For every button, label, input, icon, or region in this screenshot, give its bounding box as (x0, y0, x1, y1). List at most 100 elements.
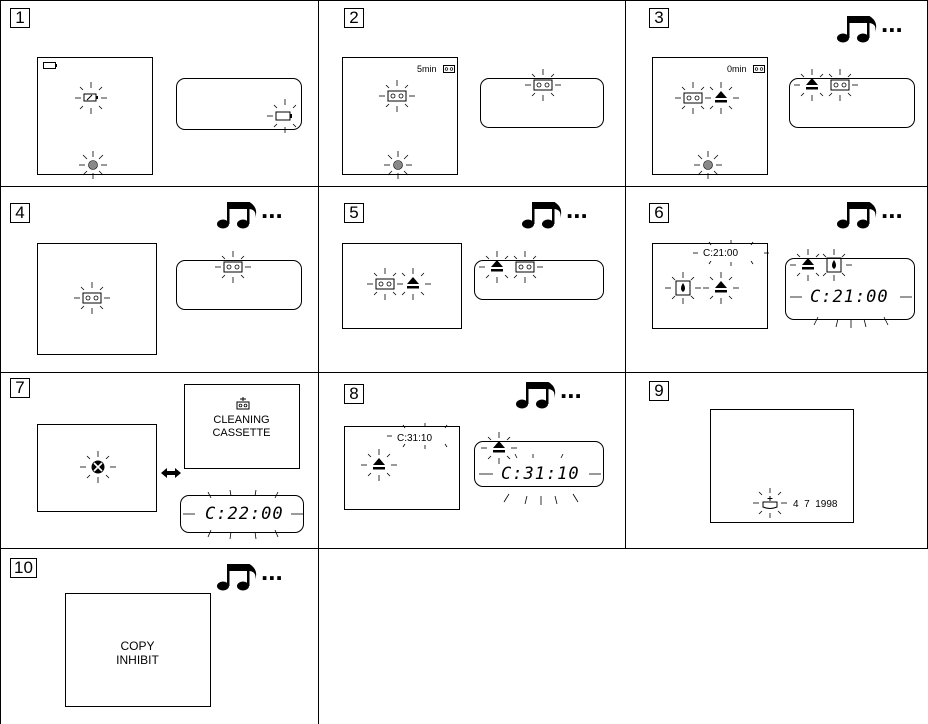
step-9-cell: 9 4 7 1998 (625, 372, 928, 548)
cleaning-line-2: CASSETTE (212, 427, 271, 439)
lcd-panel: C:31:10 (474, 432, 604, 505)
step-8-cell: 8 ... C:31:10 C:31:10 (318, 372, 625, 548)
step-number: 5 (344, 203, 364, 223)
beep-dots: ... (560, 374, 582, 404)
cassette-icon (753, 65, 765, 73)
eject-icon (481, 432, 517, 464)
beep-notes-icon (522, 202, 562, 229)
viewfinder-screen-message: CLEANING CASSETTE (184, 384, 300, 469)
viewfinder-screen (37, 57, 153, 175)
viewfinder-screen (342, 243, 462, 329)
step-number: 6 (649, 203, 669, 223)
grid-top-border (0, 0, 928, 1)
beep-dots: ... (881, 8, 903, 38)
blink-rays (790, 296, 912, 328)
beep-dots: ... (261, 556, 283, 586)
backup-battery-icon (753, 488, 787, 518)
step-number: 8 (344, 384, 364, 404)
step-1-cell: 1 (0, 0, 318, 186)
cassette-icon (443, 65, 455, 73)
lcd-panel (176, 78, 302, 133)
beep-notes-icon (837, 16, 877, 43)
step-10-cell: 10 ... COPY INHIBIT (0, 548, 318, 724)
cassette-icon (215, 251, 251, 283)
double-arrow-icon (161, 468, 181, 478)
beep-dots: ... (566, 194, 588, 224)
battery-icon (75, 82, 107, 114)
blink-rays (693, 240, 769, 266)
blink-rays (183, 489, 303, 540)
indicator-lamp-icon (384, 151, 412, 179)
lcd-panel: C:22:00 (180, 489, 304, 540)
blink-rays (387, 423, 448, 449)
lcd-panel (480, 69, 604, 128)
lcd-counter-text: C:21:00 (810, 287, 889, 307)
beep-notes-icon (217, 564, 257, 591)
step-number: 3 (649, 8, 669, 28)
battery-icon (43, 62, 57, 69)
step-number: 9 (649, 381, 669, 401)
beep-dots: ... (261, 194, 283, 224)
cleaning-line-1: CLEANING (213, 414, 270, 426)
moisture-icon (822, 249, 852, 281)
remaining-time-text: 0min (727, 64, 747, 74)
beep-notes-icon (837, 202, 877, 229)
eject-icon (361, 449, 397, 481)
cassette-icon (367, 268, 403, 300)
copy-inhibit-line-1: COPY (120, 639, 155, 653)
grid-row-line-2 (0, 372, 928, 373)
eject-icon (479, 251, 509, 283)
lcd-counter-text: C:22:00 (205, 504, 284, 524)
lcd-panel (789, 69, 915, 128)
cassette-icon (74, 282, 110, 314)
blink-rays (479, 453, 601, 505)
grid-row-line-3 (0, 548, 928, 549)
cassette-icon (675, 82, 711, 114)
date-text: 4 7 1998 (793, 499, 838, 510)
grid-left-border (0, 0, 1, 724)
grid-row-line-1 (0, 186, 928, 187)
viewfinder-screen: 0min (652, 57, 768, 175)
cassette-icon (379, 80, 415, 112)
step-2-cell: 2 5min (318, 0, 625, 186)
indicator-lamp-icon (79, 151, 107, 179)
cassette-icon (828, 69, 858, 101)
viewfinder-screen: 5min (342, 57, 458, 175)
viewfinder-screen: C:31:10 (344, 423, 460, 510)
moisture-icon (665, 272, 701, 304)
viewfinder-screen: COPY INHIBIT (65, 593, 211, 707)
cassette-icon (525, 69, 561, 101)
remaining-time-text: C:21:00 (703, 248, 739, 259)
step-3-cell: 3 ... 0min (625, 0, 928, 186)
battery-icon (267, 99, 297, 133)
lcd-panel (474, 251, 604, 300)
beep-notes-icon (516, 382, 556, 409)
beep-notes-icon (217, 202, 257, 229)
cassette-icon (513, 251, 543, 283)
step-number: 2 (344, 8, 364, 28)
step-5-cell: 5 ... (318, 186, 625, 372)
step-6-cell: 6 ... C:21:00 C:21:00 (625, 186, 928, 372)
eject-icon (401, 268, 431, 300)
eject-icon (790, 249, 820, 281)
step-number: 4 (10, 203, 30, 223)
step-number: 1 (10, 8, 30, 28)
step-7-cell: 7 CLEANING CASSETTE C:22:00 (0, 372, 318, 548)
viewfinder-screen (37, 424, 157, 512)
lcd-panel (176, 251, 302, 310)
indicator-lamp-icon (694, 151, 722, 179)
grid-col-line-1 (318, 0, 319, 724)
remaining-time-text: 5min (417, 64, 437, 74)
remaining-time-text: C:31:10 (397, 433, 433, 444)
copy-inhibit-line-2: INHIBIT (116, 653, 159, 667)
cleaning-warning-icon (80, 451, 116, 483)
viewfinder-screen: 4 7 1998 (710, 409, 854, 523)
viewfinder-screen (37, 243, 157, 355)
beep-dots: ... (881, 194, 903, 224)
eject-icon (794, 69, 824, 101)
eject-icon (709, 82, 739, 114)
grid-col-line-2 (625, 0, 626, 548)
eject-icon (703, 272, 739, 304)
step-4-cell: 4 ... (0, 186, 318, 372)
cassette-icon (236, 397, 250, 410)
